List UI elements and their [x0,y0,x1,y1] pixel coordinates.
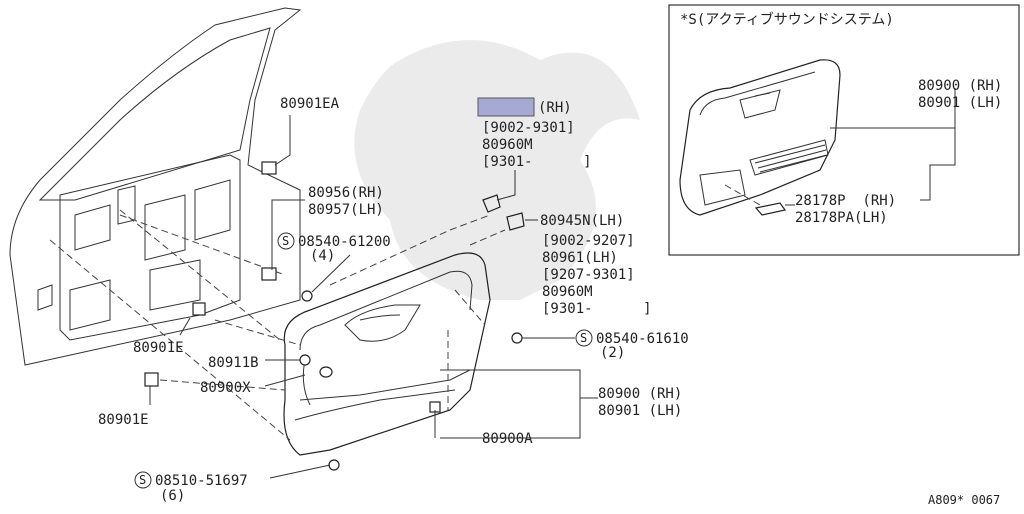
label-r-range3: [9301- ] [542,301,652,317]
speaker-grille [754,144,828,173]
clip-80945N [506,212,525,231]
watermark-emblem [354,40,640,300]
clip-80956 [261,267,277,281]
svg-text:S: S [139,473,146,487]
clip-80901E-a [192,302,206,316]
label-trim-rh: 80900 (RH) [598,386,682,402]
label-80901E-b: 80901E [98,412,149,428]
clip-80901EA [261,161,277,175]
label-bolt3-code: 08510-51697 [155,473,248,489]
inset-label-rh: 80900 (RH) [918,78,1002,94]
label-bolt1-qty: (4) [310,248,335,264]
bolt-08510-51697 [328,459,340,471]
inset-label-lh: 80901 (LH) [918,95,1002,111]
inset-speaker-rh: 28178P (RH) [795,193,896,209]
label-80957: 80957(LH) [308,202,384,218]
label-80901E-a: 80901E [133,340,184,356]
label-r-80961: 80961(LH) [542,250,618,266]
bolt-08540-61200 [301,290,313,302]
clip-80901E-b [144,372,159,387]
label-top-range2: [9301- ] [482,154,592,170]
s-mark-3: S [134,471,152,489]
door-frame [9,7,302,366]
label-bolt2-qty: (2) [600,345,625,361]
label-r-range2: [9207-9301] [542,267,635,283]
label-80900X: 80900X [200,380,251,396]
label-80900A: 80900A [482,431,533,447]
clip-80911B [299,354,311,366]
label-80911B: 80911B [208,355,259,371]
label-top-range1: [9002-9301] [482,120,575,136]
label-r-range1: [9002-9207] [542,233,635,249]
highlight-box [477,97,535,117]
label-r-80960M: 80960M [542,284,593,300]
label-bolt2-code: 08540-61610 [596,331,689,347]
inset-panel: *S(アクティブサウンドシステム) 80900 (RH) 80901 (LH) … [668,4,1020,256]
leaders [149,115,598,479]
reference-code: A809* 0067 [928,493,1000,507]
label-80956: 80956(RH) [308,185,384,201]
svg-text:S: S [580,331,587,345]
speaker-cover [754,202,787,216]
svg-text:S: S [282,234,289,248]
label-80901EA: 80901EA [280,96,340,112]
handle-escutcheon [482,194,501,213]
label-80945N: 80945N(LH) [540,213,624,229]
label-bolt3-qty: (6) [160,488,185,504]
label-top-80960M: 80960M [482,137,533,153]
label-trim-lh: 80901 (LH) [598,403,682,419]
inset-title: *S(アクティブサウンドシステム) [680,11,894,28]
label-bolt1-code: 08540-61200 [298,234,391,250]
bolt-08540-61610 [511,332,523,344]
dashed-leaders [49,209,506,441]
s-mark-2: S [575,329,593,347]
s-mark-1: S [277,232,295,250]
clips [144,161,525,471]
label-top-rh: (RH) [538,100,572,116]
inset-speaker-lh: 28178PA(LH) [795,210,888,226]
